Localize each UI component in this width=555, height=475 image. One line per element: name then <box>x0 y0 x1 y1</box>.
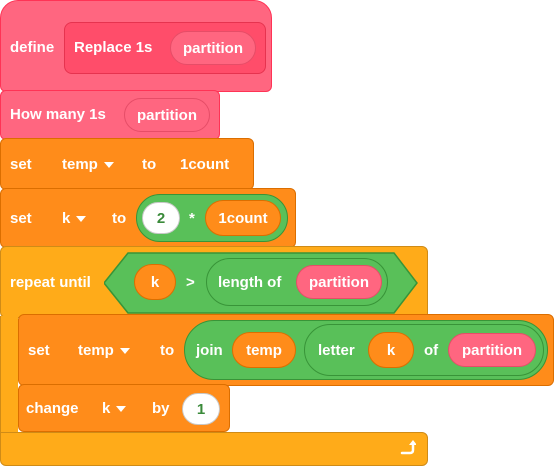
chevron-down-icon <box>116 406 127 413</box>
set-temp-variable-dropdown[interactable]: temp <box>62 156 114 174</box>
condition-operator: > <box>186 274 195 291</box>
length-of-param-partition[interactable]: partition <box>296 265 382 299</box>
define-param-partition[interactable]: partition <box>170 31 256 65</box>
multiply-operand-1[interactable]: 2 <box>142 202 180 234</box>
letter-source-partition[interactable]: partition <box>448 333 536 367</box>
letter-label: letter <box>318 342 355 359</box>
variable-name: k <box>102 400 111 417</box>
join-label: join <box>196 342 223 359</box>
inner-set-label: set <box>28 342 50 359</box>
change-variable-dropdown[interactable]: k <box>102 400 127 418</box>
letter-index-k[interactable]: k <box>368 332 414 368</box>
change-label: change <box>26 400 79 417</box>
multiply-operator-symbol: * <box>189 210 195 227</box>
chevron-down-icon <box>103 162 114 169</box>
letter-of-label: of <box>424 342 439 359</box>
set-temp-set-label: set <box>10 156 32 173</box>
join-arg-temp[interactable]: temp <box>232 332 296 368</box>
change-by-label: by <box>152 400 170 417</box>
length-of-label: length of <box>218 274 282 291</box>
inner-set-variable-dropdown[interactable]: temp <box>78 342 130 360</box>
repeat-until-label: repeat until <box>10 274 91 291</box>
chevron-down-icon <box>119 348 130 355</box>
condition-left-k[interactable]: k <box>134 264 176 300</box>
multiply-operand-2[interactable]: 1count <box>205 200 281 236</box>
how-many-param-partition[interactable]: partition <box>124 98 210 132</box>
variable-name: temp <box>62 156 98 173</box>
inner-set-to-label: to <box>160 342 175 359</box>
variable-name: k <box>62 210 71 227</box>
set-temp-block[interactable] <box>0 138 254 190</box>
set-temp-value[interactable]: 1count <box>180 156 230 173</box>
define-label: define <box>10 39 55 56</box>
chevron-down-icon <box>76 216 87 223</box>
set-k-set-label: set <box>10 210 32 227</box>
variable-name: temp <box>78 342 114 359</box>
set-k-to-label: to <box>112 210 127 227</box>
define-block-name: Replace 1s <box>74 39 153 56</box>
set-k-variable-dropdown[interactable]: k <box>62 210 87 228</box>
change-by-value[interactable]: 1 <box>182 393 220 425</box>
set-temp-to-label: to <box>142 156 157 173</box>
loop-arrow-icon <box>400 440 416 455</box>
how-many-label: How many 1s <box>10 106 106 123</box>
